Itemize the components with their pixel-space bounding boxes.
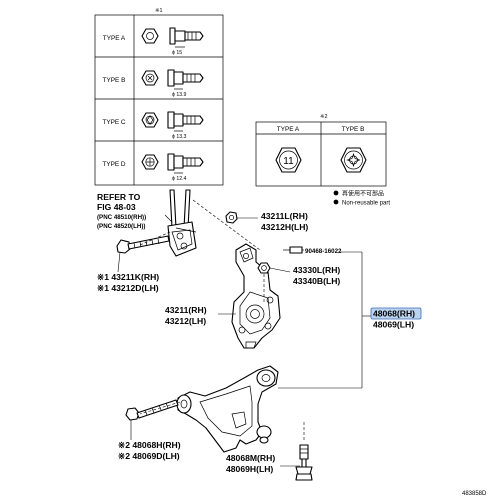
nut-type-a-label: TYPE A [277, 126, 300, 133]
label-48069h: 48069H(LH) [226, 464, 273, 474]
refer-line-3: (PNC 48510(RH)) [97, 214, 146, 221]
bolt-type-c-label: TYPE C [102, 119, 125, 126]
bolt-48068h-drawing [125, 399, 179, 421]
refer-line-1: REFER TO [97, 192, 141, 202]
nut-43211l-drawing [225, 211, 238, 224]
steering-knuckle-drawing [231, 243, 281, 349]
refer-line-2: FIG 48-03 [97, 202, 136, 212]
bolt-table-border [94, 14, 224, 186]
bolt-type-b-dimension: ϕ 13.9 [172, 92, 187, 98]
non-reusable-dot-icon [333, 190, 339, 196]
label-43212: 43212(LH) [165, 316, 206, 326]
label-43212d: ※1 43212D(LH) [97, 283, 159, 293]
nut-43330l-drawing [257, 262, 271, 274]
bolt-type-d-label: TYPE D [102, 161, 125, 168]
bolt-table-note-mark: ※1 [155, 8, 163, 14]
non-reusable-dot-icon-2 [333, 199, 339, 205]
bolt-type-c-dimension: ϕ 13.3 [172, 134, 187, 140]
label-43211: 43211(RH) [165, 305, 207, 315]
cotter-pin-90468-drawing [283, 246, 303, 254]
label-43211l: 43211L(RH) [261, 211, 308, 221]
ball-joint [256, 425, 272, 439]
label-48069: 48069(LH) [373, 320, 414, 330]
nut-type-a-drawing: 11 [275, 147, 302, 173]
refer-line-4: (PNC 48520(LH)) [97, 223, 145, 230]
nut-type-table: ※2 TYPE A TYPE B 11 [255, 114, 387, 187]
label-43211k: ※1 43211K(RH) [97, 272, 159, 282]
nut-type-b-drawing [340, 147, 367, 173]
bolt-type-a-drawing: ϕ 15 [141, 27, 204, 56]
nut-type-b-label: TYPE B [342, 126, 365, 133]
legend: 再使用不可部品 Non-reusable part [333, 190, 390, 207]
label-43340b: 43340B(LH) [293, 276, 340, 286]
lower-arm-rear-bushing [256, 369, 276, 387]
part-labels: 43211L(RH) 43212H(LH) 90468-16022 43330L… [97, 211, 487, 497]
lower-arm-front-bushing [176, 394, 192, 414]
highlight-48068 [370, 307, 422, 320]
bolt-type-d-drawing: ϕ 12.4 [141, 153, 204, 182]
nut-table-note-mark: ※2 [320, 114, 328, 120]
bolt-type-d-dimension: ϕ 12.4 [172, 176, 187, 182]
bolt-type-c-drawing: ϕ 13.3 [141, 111, 204, 140]
bolt-48068m-drawing [295, 444, 313, 481]
bolt-43211k-drawing [116, 235, 170, 254]
bolt-type-b-drawing: ϕ 13.9 [141, 69, 204, 98]
footer-code: 483858D [462, 491, 487, 497]
strut-bracket-drawing [167, 189, 197, 257]
svg-text:11: 11 [283, 156, 294, 167]
legend-reuse-en: Non-reusable part [342, 201, 390, 207]
legend-reuse-jp: 再使用不可部品 [342, 190, 384, 198]
label-48068m: 48068M(RH) [226, 453, 275, 463]
leader-lines [117, 199, 372, 467]
bolt-type-table: ※1 TYPE A TYPE B TYPE C TYPE D ϕ 15 [94, 8, 224, 186]
label-48068[interactable]: 48068(RH) [373, 309, 415, 319]
label-48069d: ※2 48069D(LH) [118, 451, 180, 461]
bolt-type-b-label: TYPE B [103, 77, 126, 84]
label-48068h: ※2 48068H(RH) [118, 440, 181, 450]
bolt-type-a-label: TYPE A [103, 35, 126, 42]
label-43330l: 43330L(RH) [293, 265, 340, 275]
label-43212h: 43212H(LH) [261, 222, 308, 232]
label-90468: 90468-16022 [305, 248, 342, 255]
bolt-type-a-dimension: ϕ 15 [172, 50, 182, 56]
refer-to-note: REFER TO FIG 48-03 (PNC 48510(RH)) (PNC … [97, 192, 146, 230]
lower-arm-drawing [176, 365, 279, 453]
